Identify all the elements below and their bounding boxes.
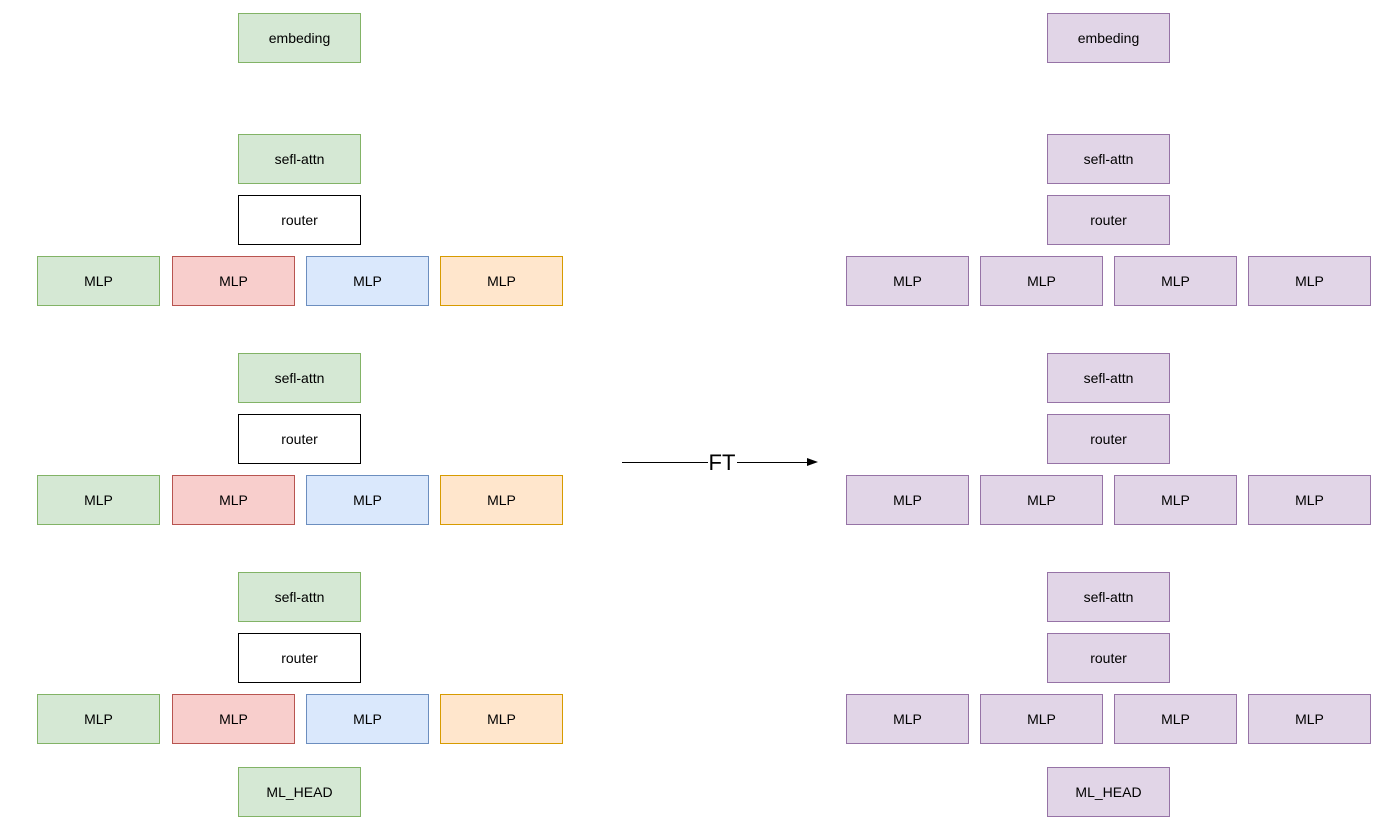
left-layer1-expert-4: MLP (440, 256, 563, 306)
left-layer1-expert-1: MLP (37, 256, 160, 306)
right-head-block: ML_HEAD (1047, 767, 1170, 817)
right-layer3-router-block: router (1047, 633, 1170, 683)
left-layer1-router-block: router (238, 195, 361, 245)
left-layer1-expert-2: MLP (172, 256, 295, 306)
right-layer1-expert-1: MLP (846, 256, 969, 306)
left-layer3-expert-4: MLP (440, 694, 563, 744)
right-layer3-expert-3: MLP (1114, 694, 1237, 744)
left-layer3-expert-2: MLP (172, 694, 295, 744)
right-layer1-attn-block: sefl-attn (1047, 134, 1170, 184)
right-layer3-expert-4: MLP (1248, 694, 1371, 744)
left-layer2-expert-4: MLP (440, 475, 563, 525)
right-layer1-expert-3: MLP (1114, 256, 1237, 306)
right-layer3-expert-1: MLP (846, 694, 969, 744)
right-layer2-expert-1: MLP (846, 475, 969, 525)
ft-label: FT (708, 450, 736, 475)
right-embedding-block: embeding (1047, 13, 1170, 63)
arrow-line-left (622, 462, 708, 463)
left-layer3-attn-block: sefl-attn (238, 572, 361, 622)
left-layer3-expert-3: MLP (306, 694, 429, 744)
left-layer1-attn-block: sefl-attn (238, 134, 361, 184)
left-layer2-expert-1: MLP (37, 475, 160, 525)
right-layer2-expert-4: MLP (1248, 475, 1371, 525)
right-layer2-expert-3: MLP (1114, 475, 1237, 525)
left-layer2-expert-2: MLP (172, 475, 295, 525)
right-layer3-attn-block: sefl-attn (1047, 572, 1170, 622)
arrow-line-right (737, 462, 809, 463)
right-layer3-expert-2: MLP (980, 694, 1103, 744)
right-layer1-expert-4: MLP (1248, 256, 1371, 306)
left-layer3-expert-1: MLP (37, 694, 160, 744)
left-layer2-expert-3: MLP (306, 475, 429, 525)
left-layer2-router-block: router (238, 414, 361, 464)
right-layer2-expert-2: MLP (980, 475, 1103, 525)
left-head-block: ML_HEAD (238, 767, 361, 817)
right-layer2-router-block: router (1047, 414, 1170, 464)
right-layer2-attn-block: sefl-attn (1047, 353, 1170, 403)
left-layer2-attn-block: sefl-attn (238, 353, 361, 403)
left-embedding-block: embeding (238, 13, 361, 63)
left-layer1-expert-3: MLP (306, 256, 429, 306)
right-layer1-router-block: router (1047, 195, 1170, 245)
arrow-head-icon (807, 458, 818, 466)
right-layer1-expert-2: MLP (980, 256, 1103, 306)
left-layer3-router-block: router (238, 633, 361, 683)
